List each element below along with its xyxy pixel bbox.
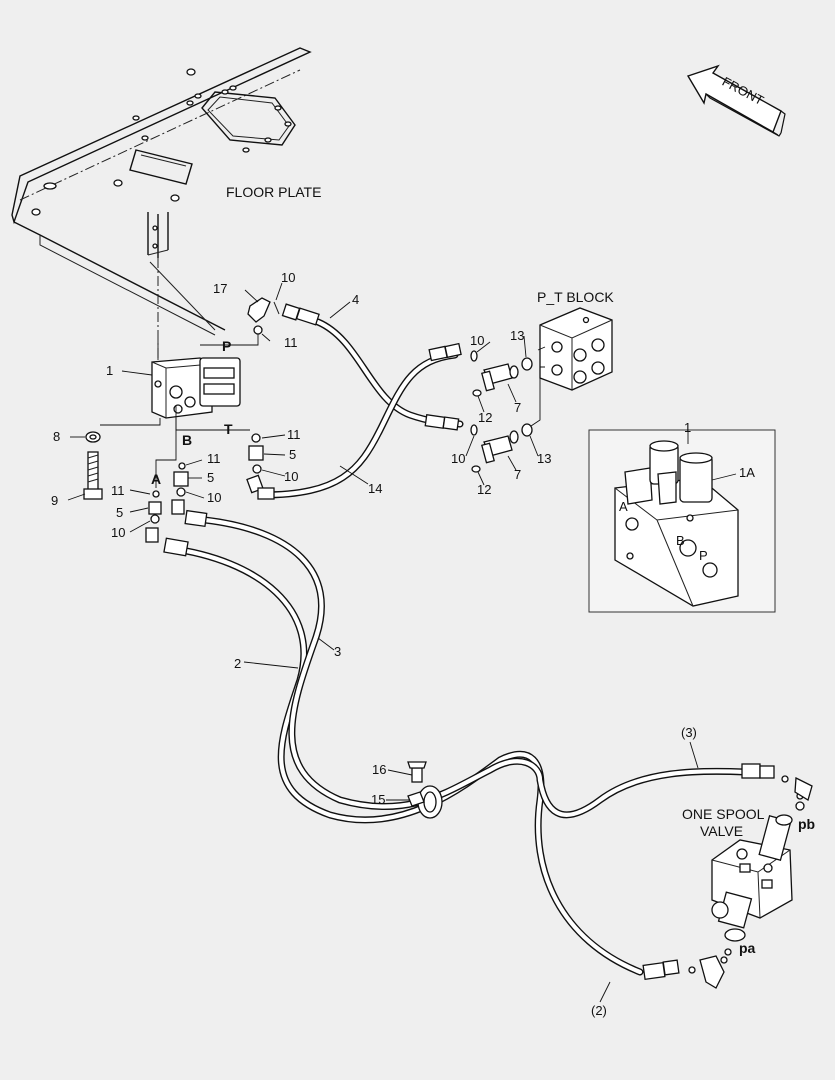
callout-5-a: 5: [116, 505, 123, 520]
hose-3: [201, 516, 749, 819]
hose-14: [258, 351, 459, 499]
callout-12-b: 12: [477, 482, 491, 497]
callout-3-paren: (3): [681, 725, 697, 740]
inset-port-a: A: [619, 499, 628, 514]
callout-7-a: 7: [514, 400, 521, 415]
callout-11-d: 11: [111, 483, 125, 498]
callout-11-a: 11: [284, 335, 298, 350]
callout-2: 2: [234, 656, 241, 671]
pt-block-label: P_T BLOCK: [537, 289, 614, 305]
front-arrow-icon: [686, 64, 786, 137]
callout-15: 15: [371, 792, 385, 807]
callout-14: 14: [368, 481, 382, 496]
port-lines: [100, 334, 259, 488]
callout-5-b: 5: [207, 470, 214, 485]
callout-13-b: 13: [537, 451, 551, 466]
callout-11-c: 11: [207, 451, 221, 466]
callout-1: 1: [106, 363, 113, 378]
inset-box: [588, 429, 776, 613]
callout-10-c: 10: [451, 451, 465, 466]
leader-lines: [67, 282, 699, 1003]
valve-fittings: [83, 297, 280, 524]
callout-2-paren: (2): [591, 1003, 607, 1018]
hose-fittings: [145, 303, 775, 981]
callout-10-a: 10: [281, 270, 295, 285]
main-valve: [151, 340, 241, 419]
port-a-label: A: [151, 471, 161, 487]
inset-port-b: B: [676, 533, 685, 548]
callout-1a: 1A: [739, 465, 755, 480]
callout-9: 9: [51, 493, 58, 508]
callout-16: 16: [372, 762, 386, 777]
callout-10-f: 10: [284, 469, 298, 484]
callout-8: 8: [53, 429, 60, 444]
callout-13-a: 13: [510, 328, 524, 343]
port-pb-label: pb: [798, 816, 815, 832]
one-spool-label-2: VALVE: [700, 823, 743, 839]
callout-4: 4: [352, 292, 359, 307]
callout-11-b: 11: [287, 427, 301, 442]
callout-1-inset: 1: [684, 420, 691, 435]
callout-12-a: 12: [478, 410, 492, 425]
hose-2: [164, 544, 644, 976]
callout-10-e: 10: [111, 525, 125, 540]
one-spool-label-1: ONE SPOOL: [682, 806, 765, 822]
floor-plate: [11, 47, 312, 360]
pt-block: [527, 307, 613, 429]
pt-fittings: [470, 350, 533, 473]
callout-5-c: 5: [289, 447, 296, 462]
callout-10-b: 10: [470, 333, 484, 348]
callout-3: 3: [334, 644, 341, 659]
floor-plate-label: FLOOR PLATE: [226, 184, 321, 200]
port-t-label: T: [224, 421, 233, 437]
port-b-label: B: [182, 432, 192, 448]
inset-port-p: P: [699, 548, 708, 563]
callout-17: 17: [213, 281, 227, 296]
callout-10-d: 10: [207, 490, 221, 505]
port-p-label: P: [222, 338, 231, 354]
port-pa-label: pa: [739, 940, 756, 956]
one-spool-valve: [688, 775, 813, 989]
callout-7-b: 7: [514, 467, 521, 482]
